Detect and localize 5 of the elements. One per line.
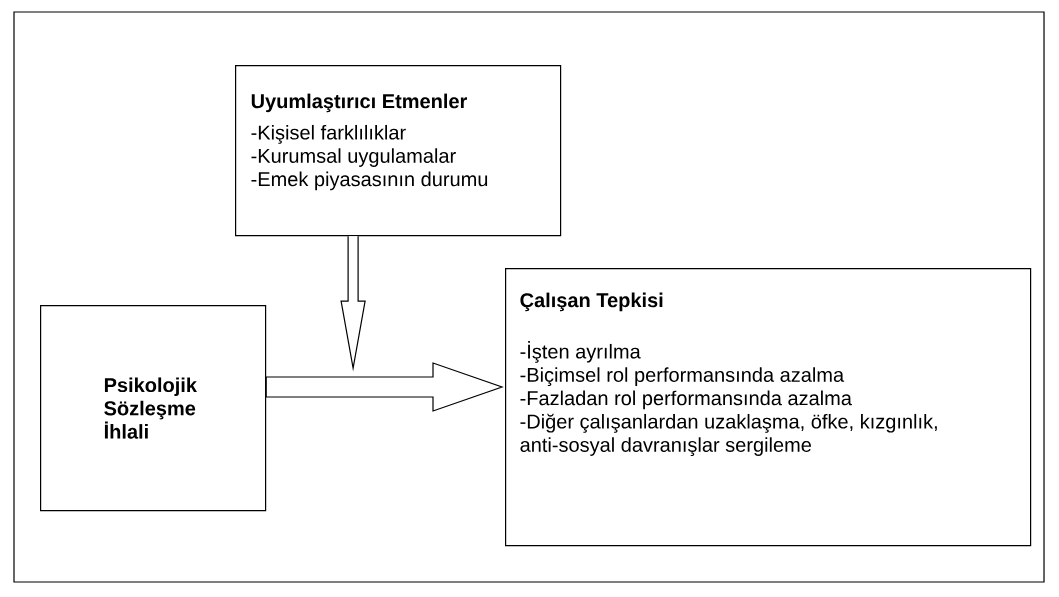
- block-arrow: [265, 362, 504, 412]
- text-box: Çalışan Tepkisi -İşten ayrılma -Biçimsel rol performansında azalma -Fazladan rol performansında azalma -Diğer çalışanlardan uzaklaşma, öfke, kızgınlık, anti-sosyal davranışlar sergileme: [505, 268, 1032, 547]
- text-box: Uyumlaştırıcı Etmenler -Kişisel farklılıklar -Kurumsal uygulamalar -Emek piyasasının durumu: [235, 65, 562, 237]
- text-box: Psikolojik Sözleşme İhlali: [40, 305, 267, 512]
- block-arrow: [340, 235, 366, 372]
